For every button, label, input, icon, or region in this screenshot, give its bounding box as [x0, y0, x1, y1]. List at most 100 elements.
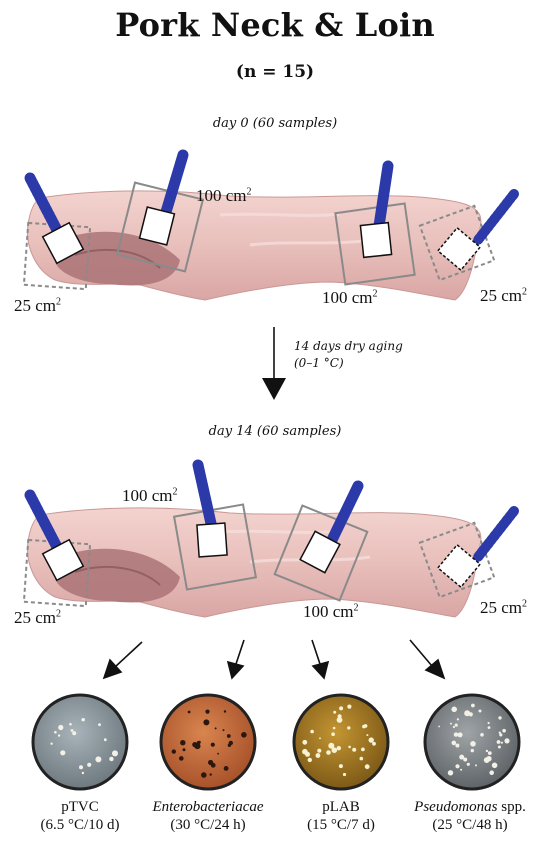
plate-colonies [50, 703, 510, 778]
colony-dot [364, 764, 370, 770]
colony-dot [217, 752, 220, 755]
colony-dot [466, 762, 470, 766]
colony-dot [210, 742, 215, 747]
colony-dot [87, 762, 92, 767]
colony-dot [498, 716, 502, 720]
colony-dot [459, 754, 465, 760]
colony-dot [366, 734, 369, 737]
colony-dot [478, 709, 482, 713]
colony-dot [338, 764, 343, 769]
colony-dot [463, 757, 468, 762]
area-label-day0-right: 25 cm2 [480, 286, 528, 305]
colony-dot [196, 741, 201, 745]
colony-dot [487, 726, 491, 729]
colony-dot [361, 747, 365, 752]
colony-dot [475, 764, 477, 767]
colony-dot [372, 741, 376, 746]
day14-label: day 14 (60 samples) [208, 424, 342, 439]
colony-dot [359, 756, 364, 761]
colony-dot [438, 725, 440, 728]
plate-plab [292, 693, 390, 791]
swab-right-day0 [436, 189, 519, 272]
colony-dot [81, 771, 85, 775]
area-label-day0-mid-left: 100 cm2 [196, 186, 252, 205]
colony-dot [339, 706, 344, 711]
plate-conditions: (30 °C/24 h) [170, 817, 246, 833]
colony-dot [332, 726, 336, 730]
colony-dot [480, 733, 484, 737]
colony-dot [112, 750, 118, 757]
colony-dot [214, 727, 217, 730]
colony-dot [454, 723, 458, 727]
colony-dot [201, 772, 207, 778]
colony-dot [319, 737, 321, 740]
colony-dot [489, 770, 495, 775]
plate-label-plab: pLAB (15 °C/7 d) [276, 798, 406, 834]
area-label-day14-mid-left: 100 cm2 [122, 486, 178, 505]
colony-dot [450, 722, 452, 725]
colony-dot [347, 726, 351, 730]
colony-dot [57, 734, 61, 737]
plate-conditions: (6.5 °C/10 d) [40, 817, 120, 833]
colony-dot [69, 722, 72, 726]
colony-dot [241, 732, 247, 738]
colony-dot [307, 757, 312, 763]
swab-mid-right-day14 [299, 480, 364, 574]
plate-label-enterobacteriaceae: Enterobacteriacae (30 °C/24 h) [143, 798, 273, 834]
colony-dot [453, 732, 459, 737]
plate-name: pTVC [61, 799, 99, 815]
day0-label: day 0 (60 samples) [212, 116, 338, 131]
colony-dot [182, 748, 186, 752]
swab-mid-left-day14 [192, 459, 228, 558]
frame-100-right-day0 [334, 202, 416, 286]
colony-dot [342, 772, 347, 777]
plate-arrows [102, 639, 446, 680]
colony-dot [72, 731, 77, 736]
colony-dot [470, 741, 476, 747]
colony-dot [326, 750, 331, 755]
colony-dot [451, 706, 458, 713]
colony-dot [203, 719, 210, 726]
colony-dot [70, 729, 74, 732]
colony-dot [305, 751, 310, 757]
aging-duration: 14 days dry aging [294, 339, 403, 353]
colony-dot [179, 756, 184, 761]
colony-dot [302, 739, 308, 745]
colony-dot [447, 770, 454, 776]
colony-dot [331, 747, 338, 753]
colony-dot [363, 724, 368, 728]
area-label-day0-left: 25 cm2 [14, 296, 62, 315]
colony-dot [352, 747, 357, 752]
swab-mid-left-day0 [138, 149, 189, 246]
swab-left-day14 [24, 489, 85, 582]
colony-dot [192, 742, 198, 748]
colony-dot [471, 703, 475, 708]
colony-dot [79, 765, 83, 770]
colony-dot [500, 741, 503, 744]
colony-dot [456, 718, 459, 721]
colony-dot [315, 753, 321, 758]
colony-dot [348, 745, 351, 749]
plate-conditions: (15 °C/7 d) [307, 817, 375, 833]
colony-dot [370, 739, 373, 742]
colony-dot [451, 740, 457, 746]
colony-dot [497, 745, 501, 749]
colony-dot [485, 749, 489, 753]
plate-name: pLAB [322, 799, 360, 815]
colony-dot [487, 751, 492, 755]
colony-dot [347, 704, 352, 709]
colony-dot [226, 734, 231, 738]
colony-dot [205, 709, 210, 714]
colony-dot [187, 710, 191, 714]
page-title: Pork Neck & Loin [115, 6, 435, 44]
colony-dot [223, 710, 227, 713]
colony-dot [460, 768, 463, 771]
colony-dot [452, 725, 455, 729]
colony-dot [50, 742, 53, 745]
colony-dot [496, 740, 501, 744]
colony-dot [464, 710, 471, 717]
colony-dot [504, 738, 510, 744]
area-label-day0-mid-right: 100 cm2 [322, 288, 378, 307]
sample-count: (n = 15) [235, 62, 315, 82]
colony-dot [222, 729, 225, 732]
